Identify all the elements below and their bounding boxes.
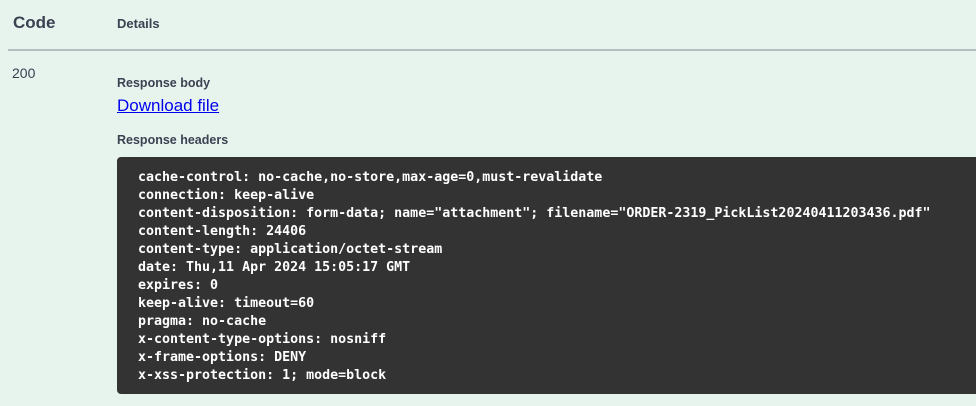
code-column-header: Code (13, 13, 56, 32)
download-file-link[interactable]: Download file (117, 96, 220, 115)
response-row: 200 Response body Download file Response… (0, 51, 976, 394)
response-status-code: 200 (12, 65, 36, 81)
download-row: Download file (117, 96, 976, 116)
response-headers-label: Response headers (117, 133, 229, 147)
response-details-cell: Response body Download file Response hea… (117, 51, 976, 394)
response-headers-block: cache-control: no-cache,no-store,max-age… (117, 157, 976, 394)
responses-table-header: Code Details (8, 0, 976, 51)
details-column-header: Details (117, 16, 160, 31)
response-body-label: Response body (117, 76, 211, 90)
responses-table: Code Details 200 Response body Download … (0, 0, 976, 394)
